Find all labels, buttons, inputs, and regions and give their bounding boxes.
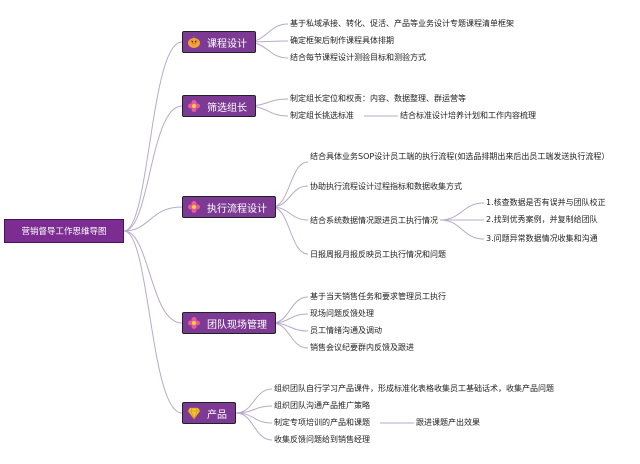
leaf-item[interactable]: 基于当天销售任务和要求管理员工执行 bbox=[310, 292, 446, 301]
flower-icon bbox=[187, 200, 201, 214]
branch-label: 课程设计 bbox=[207, 38, 247, 50]
root-label: 营销督导工作思维导图 bbox=[21, 227, 107, 237]
leaf-item[interactable]: 结合每节课程设计测验目标和测验方式 bbox=[290, 53, 426, 62]
leaf-item[interactable]: 收集反馈问题给到销售经理 bbox=[274, 435, 370, 444]
branch-node-execution-flow[interactable]: 执行流程设计 bbox=[182, 196, 276, 218]
sub-leaf-item[interactable]: 3.问题异常数据情况收集和沟通 bbox=[486, 234, 598, 243]
leaf-item[interactable]: 现场问题反馈处理 bbox=[310, 309, 374, 318]
leaf-item[interactable]: 制定组长定位和权责：内容、数据整理、群运营等 bbox=[290, 94, 466, 103]
pumpkin-icon bbox=[187, 35, 201, 49]
leaf-item[interactable]: 结合系统数据情况跟进员工执行情况 bbox=[310, 216, 438, 225]
flower-icon bbox=[187, 316, 201, 330]
leaf-item[interactable]: 员工情绪沟通及调动 bbox=[310, 326, 382, 335]
leaf-item[interactable]: 组织团队沟通产品推广策略 bbox=[274, 401, 370, 410]
leaf-item[interactable]: 制定专项培训的产品和课题 bbox=[274, 418, 370, 427]
sub-leaf-item[interactable]: 2.找到优秀案例，并复制给团队 bbox=[486, 215, 598, 224]
leaf-item[interactable]: 日报周报月报反映员工执行情况和问题 bbox=[310, 250, 446, 259]
sub-leaf-item[interactable]: 结合标准设计培养计划和工作内容梳理 bbox=[400, 111, 536, 120]
leaf-item[interactable]: 结合具体业务SOP设计员工端的执行流程(如选品排期出来后出员工端发送执行流程） bbox=[310, 152, 610, 161]
branch-node-product[interactable]: 产品 bbox=[182, 402, 236, 424]
branch-node-select-leaders[interactable]: 筛选组长 bbox=[182, 95, 256, 117]
branch-label: 产品 bbox=[207, 409, 227, 421]
branch-label: 执行流程设计 bbox=[207, 203, 267, 215]
leaf-item[interactable]: 基于私域承接、转化、促活、产品等业务设计专题课程清单框架 bbox=[290, 19, 514, 28]
sub-leaf-item[interactable]: 跟进课题产出效果 bbox=[416, 418, 480, 427]
flower-icon bbox=[187, 99, 201, 113]
branch-node-course-design[interactable]: 课程设计 bbox=[182, 31, 256, 53]
leaf-item[interactable]: 协助执行流程设计过程指标和数据收集方式 bbox=[310, 182, 462, 191]
gem-icon bbox=[187, 406, 201, 420]
branch-label: 团队现场管理 bbox=[207, 319, 267, 331]
root-node[interactable]: 营销督导工作思维导图 bbox=[4, 219, 124, 243]
leaf-item[interactable]: 制定组长挑选标准 bbox=[290, 111, 354, 120]
leaf-item[interactable]: 组织团队自行学习产品课件，形成标准化表格收集员工基础话术，收集产品问题 bbox=[274, 384, 554, 393]
sub-leaf-item[interactable]: 1.核查数据是否有误并与团队校正 bbox=[486, 198, 606, 207]
leaf-item[interactable]: 确定框架后制作课程具体排期 bbox=[290, 36, 394, 45]
branch-label: 筛选组长 bbox=[207, 102, 247, 114]
branch-node-team-onsite[interactable]: 团队现场管理 bbox=[182, 312, 276, 334]
leaf-item[interactable]: 销售会议纪要群内反馈及跟进 bbox=[310, 343, 414, 352]
